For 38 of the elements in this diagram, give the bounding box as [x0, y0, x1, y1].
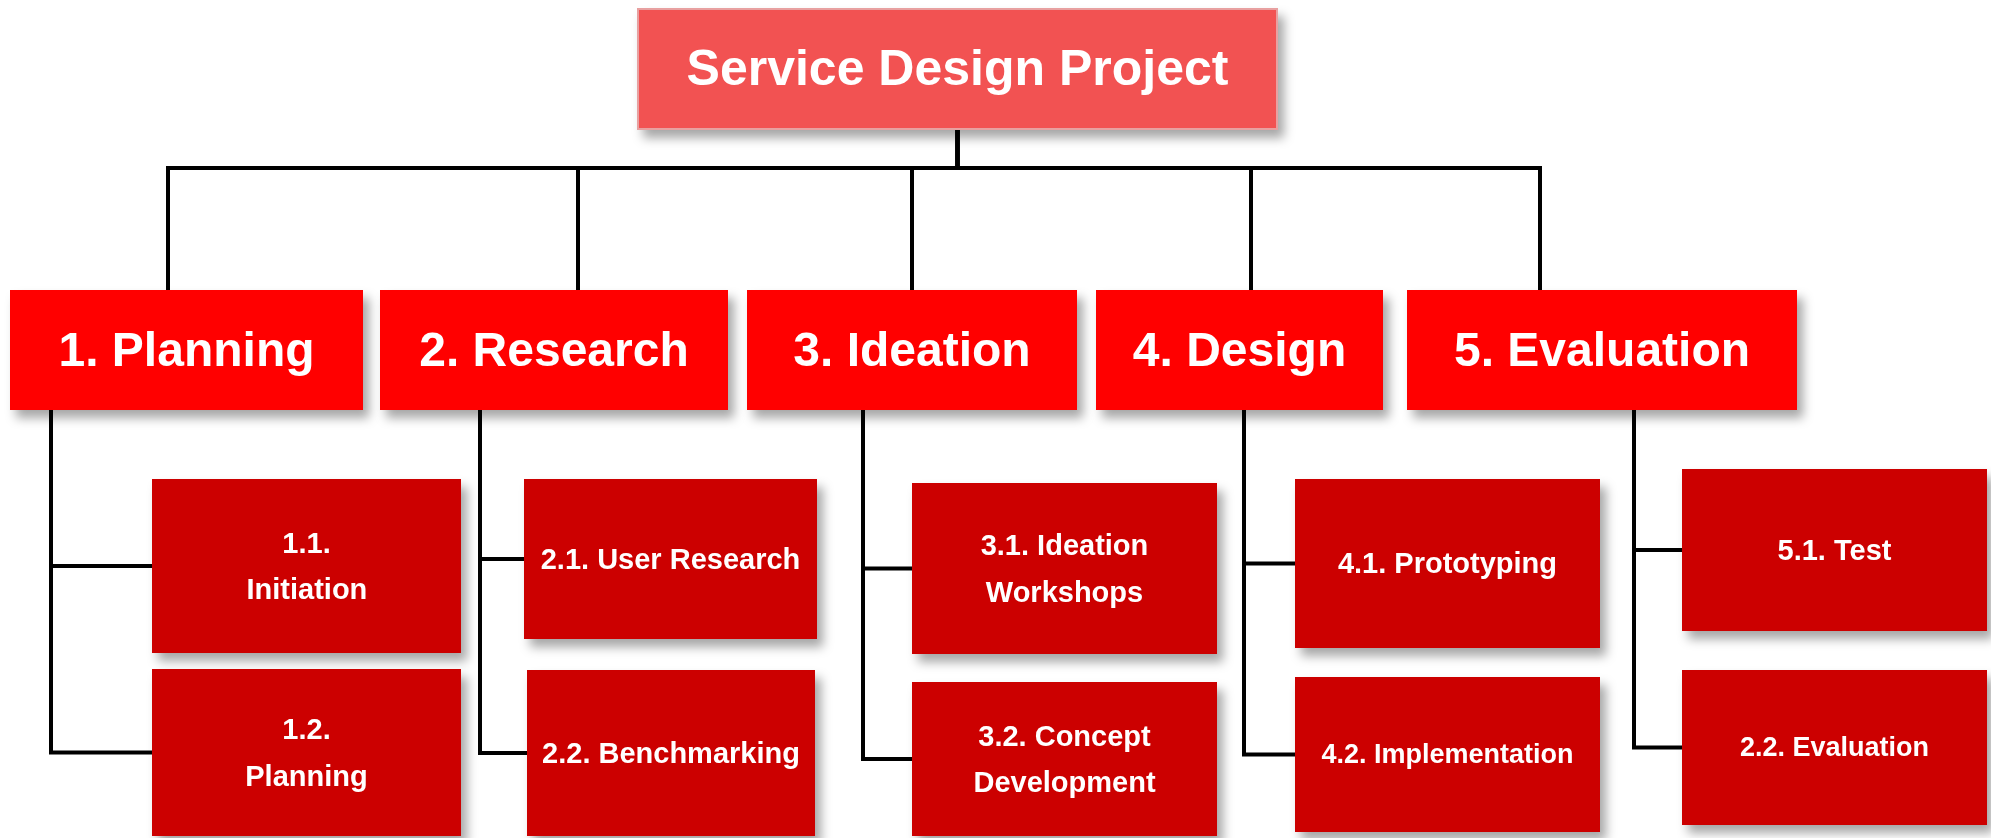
box-label: 2.2. Benchmarking: [542, 735, 800, 771]
box-label: 4.2. Implementation: [1321, 737, 1574, 771]
box-label: 5. Evaluation: [1453, 322, 1751, 378]
task-box: [152, 479, 461, 653]
box-label: 3. Ideation: [793, 322, 1031, 378]
task-box: [152, 669, 461, 836]
task-box: [1682, 670, 1987, 825]
box-label: 3.2. Concept Development: [972, 718, 1157, 800]
connector-line: [955, 130, 1542, 290]
task-box: [912, 483, 1217, 654]
phase-box: [1407, 290, 1797, 410]
phase-box: [380, 290, 728, 410]
box-label: 2. Research: [419, 322, 689, 378]
connector-line: [1632, 410, 1682, 750]
task-box: [1295, 479, 1600, 648]
connector-line: [1242, 410, 1295, 757]
box-label: 4. Design: [1132, 322, 1347, 378]
project-box: [637, 8, 1278, 130]
box-label: 1. Planning: [58, 322, 315, 378]
box-label: 2.1. User Research: [540, 541, 801, 577]
task-box: [1295, 677, 1600, 832]
box-label: 1.2. Planning: [244, 712, 369, 794]
box-label: 4.1. Prototyping: [1337, 546, 1558, 582]
box-label: Service Design Project: [686, 40, 1229, 98]
task-box: [912, 682, 1217, 836]
connector-line: [861, 410, 912, 761]
phase-box: [10, 290, 363, 410]
box-label: 5.1. Test: [1777, 532, 1892, 568]
task-box: [524, 479, 817, 639]
phase-box: [1096, 290, 1383, 410]
task-box: [1682, 469, 1987, 631]
phase-box: [747, 290, 1077, 410]
task-box: [527, 670, 815, 836]
box-label: 3.1. Ideation Workshops: [979, 528, 1150, 610]
box-label: 1.1. Initiation: [246, 525, 367, 607]
connector-line: [478, 410, 527, 755]
box-label: 2.2. Evaluation: [1739, 730, 1930, 764]
connector-line: [49, 410, 152, 755]
